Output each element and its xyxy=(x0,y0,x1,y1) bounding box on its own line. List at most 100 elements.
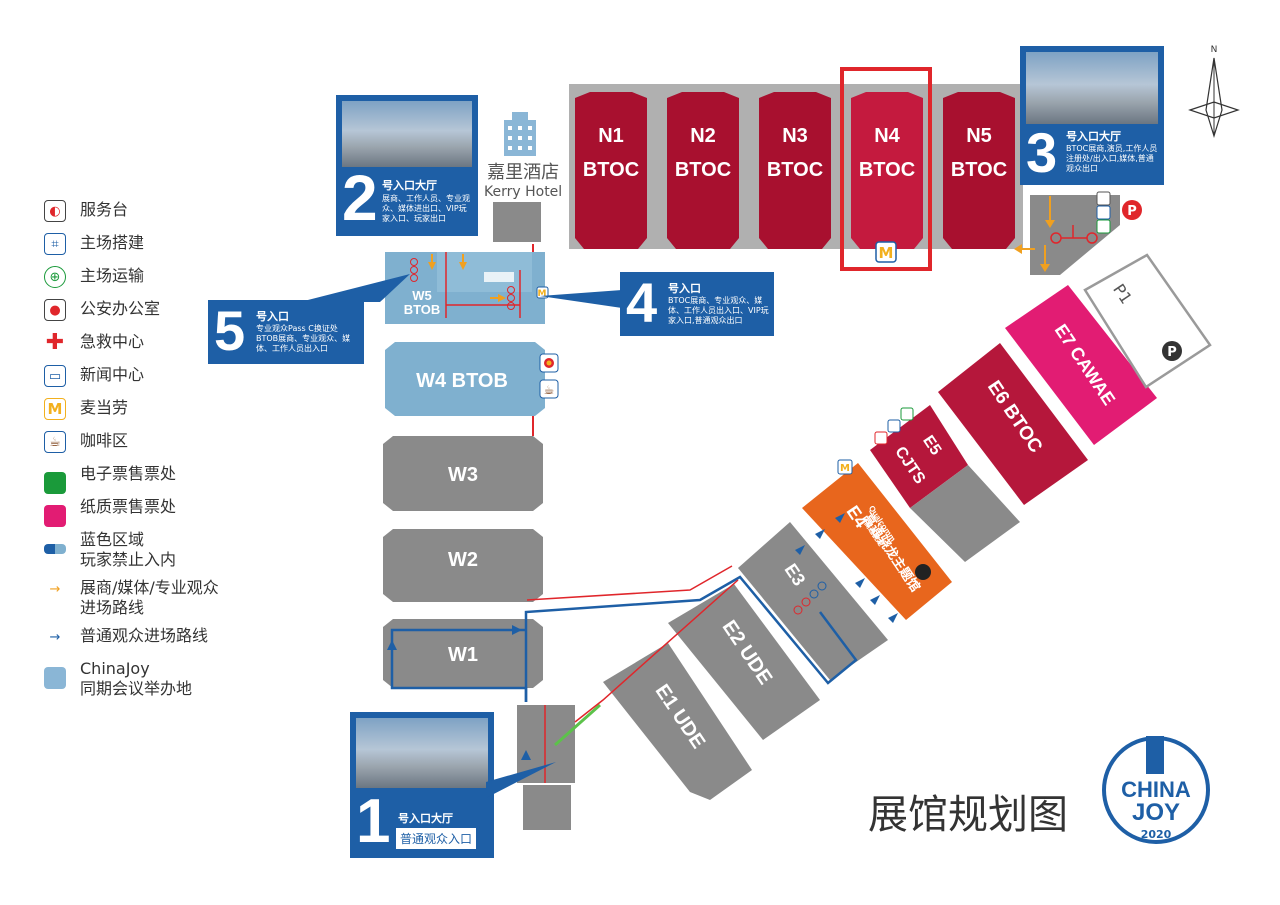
legend-item-service: ◐ 服务台 xyxy=(44,200,264,233)
entrance-1-number: 1 xyxy=(356,787,391,856)
e-ticket-line xyxy=(554,703,601,747)
kerry-hotel-label: 嘉里酒店 Kerry Hotel xyxy=(484,158,562,200)
entrance-3-card[interactable]: 3 号入口大厅 BTOC展商,演员,工作人员注册处/出入口,媒体,普通观众出口 xyxy=(1020,46,1164,185)
entrance-2-photo xyxy=(342,101,472,167)
hall-w3[interactable]: W3 xyxy=(383,436,543,511)
chinajoy-logo: CHINA JOY 2020 xyxy=(1102,736,1210,844)
hall-n4-highlight xyxy=(840,67,932,271)
hall-n3-type: BTOC xyxy=(767,159,823,181)
police-icon: ● xyxy=(44,299,66,321)
transport-icon xyxy=(900,407,914,421)
entrance-2-number: 2 xyxy=(342,162,378,234)
public-route-arrows xyxy=(387,513,898,760)
entrance-1-hall-block xyxy=(517,705,575,783)
building-icon xyxy=(44,667,66,689)
entrance-5-heading: 号入口 xyxy=(256,310,289,323)
entrance-4-desc: BTOC展商、专业观众、媒体、工作人员出入口、VIP玩家入口,普通观众出口 xyxy=(668,296,769,325)
hall-n2[interactable]: N2 BTOC xyxy=(667,92,739,249)
hall-w5[interactable]: M W5 BTOB xyxy=(385,252,549,324)
legend-item-transport: ⊕ 主场运输 xyxy=(44,266,264,299)
transport-icon: ⊕ xyxy=(44,266,66,288)
compass-icon: N xyxy=(1188,45,1240,139)
legend-item-e-ticket: 电子票售票处 xyxy=(44,464,264,497)
hall-w4[interactable]: W4 BTOB ☕ xyxy=(385,342,559,416)
parking-p1[interactable]: P1 P xyxy=(1083,253,1212,389)
hall-w5-name: W5 xyxy=(412,288,432,303)
legend-item-exhibitor-route: → 展商/媒体/专业观众进场路线 xyxy=(44,578,264,626)
hall-n1-type: BTOC xyxy=(583,159,639,181)
hall-n4[interactable]: N4 BTOC M xyxy=(840,67,932,271)
kerry-hotel-en: Kerry Hotel xyxy=(484,184,563,200)
hall-w1[interactable]: W1 xyxy=(383,619,543,688)
mcdonalds-glyph: M xyxy=(538,289,547,299)
first-aid-icon xyxy=(874,431,888,445)
hall-w2-name: W2 xyxy=(448,549,478,571)
hall-w5-type: BTOB xyxy=(404,302,441,317)
hall-n1-name: N1 xyxy=(598,125,624,147)
entrance-1-pointer xyxy=(486,762,556,798)
hall-e1[interactable]: E1 UDE xyxy=(603,643,752,800)
legend: ◐ 服务台 ⌗ 主场搭建 ⊕ 主场运输 ● 公安办公室 ✚ 急救中心 ▭ 新闻中… xyxy=(44,200,264,707)
entrance-2-desc: 展商、工作人员、专业观众、媒体进出口、VIP玩家入口、玩家出口 xyxy=(382,194,470,223)
hall-n4-name: N4 xyxy=(874,125,900,147)
entrance-5-desc: 专业观众Pass C换证处 BTOB展商、专业观众、媒体、工作人员出入口 xyxy=(256,324,351,353)
hall-n2-name: N2 xyxy=(690,125,716,147)
hall-n5-name: N5 xyxy=(966,125,992,147)
building-icon xyxy=(504,112,536,156)
entrance-3-number: 3 xyxy=(1026,121,1058,184)
legend-item-blue-area: 蓝色区域玩家禁止入内 xyxy=(44,530,264,578)
logo-text-bottom: JOY xyxy=(1132,799,1180,826)
entrance-2-heading: 号入口大厅 xyxy=(382,179,437,192)
hall-w3-name: W3 xyxy=(448,464,478,486)
entrance-1-photo xyxy=(356,718,488,788)
legend-item-paper-ticket: 纸质票售票处 xyxy=(44,497,264,530)
svg-text:P: P xyxy=(1127,204,1137,219)
hall-w1-name: W1 xyxy=(448,644,478,666)
parking-icon-north xyxy=(1122,200,1142,220)
logo-text-top: CHINA xyxy=(1121,777,1191,802)
parking-icon-p1 xyxy=(1162,341,1182,361)
construction-icon: ⌗ xyxy=(44,233,66,255)
entrance-3-heading: 号入口大厅 xyxy=(1066,130,1121,143)
hall-n3[interactable]: N3 BTOC xyxy=(759,92,831,249)
legend-item-police: ● 公安办公室 xyxy=(44,299,264,332)
coffee-icon: ☕ xyxy=(44,431,66,453)
entrance-3-desc: BTOC展商,演员,工作人员注册处/出入口,媒体,普通观众出口 xyxy=(1066,144,1158,173)
entrance-5-pointer xyxy=(300,274,410,302)
hall-w4-name: W4 BTOB xyxy=(416,370,508,392)
entrance-1-card[interactable]: 1 号入口大厅 普通观众入口 xyxy=(350,712,494,858)
press-center-icon: ▭ xyxy=(44,365,66,387)
entrance-5-number: 5 xyxy=(214,299,246,362)
mcdonalds-icon xyxy=(837,459,853,475)
entrance-1-desc: 普通观众入口 xyxy=(396,828,477,849)
first-aid-icon: ✚ xyxy=(44,330,66,355)
mcdonalds-icon: M xyxy=(44,398,66,420)
entrance-1-heading: 号入口大厅 xyxy=(398,812,453,825)
coffee-icon xyxy=(539,379,559,399)
entrance-4-pointer xyxy=(540,290,622,308)
entrance-2-card[interactable]: 2 号入口大厅 展商、工作人员、专业观众、媒体进出口、VIP玩家入口、玩家出口 xyxy=(336,95,478,236)
entrance-4-heading: 号入口 xyxy=(668,282,701,295)
green-bar-icon xyxy=(44,472,66,494)
page-title: 展馆规划图 xyxy=(868,792,1068,838)
hall-n5[interactable]: N5 BTOC xyxy=(943,92,1015,249)
hall-e3[interactable]: E3 xyxy=(738,522,888,680)
legend-item-construction: ⌗ 主场搭建 xyxy=(44,233,264,266)
hall-e2[interactable]: E2 UDE xyxy=(668,584,820,740)
press-center-icon xyxy=(887,419,901,433)
public-entry-route xyxy=(524,575,858,702)
entrance-5-card[interactable]: 5 号入口 专业观众Pass C换证处 BTOB展商、专业观众、媒体、工作人员出… xyxy=(208,300,364,364)
logo-year: 2020 xyxy=(1141,828,1172,841)
hall-n2-type: BTOC xyxy=(675,159,731,181)
svg-text:M: M xyxy=(840,463,850,474)
hall-n5-type: BTOC xyxy=(951,159,1007,181)
hall-n3-name: N3 xyxy=(782,125,808,147)
hall-w2[interactable]: W2 xyxy=(383,529,543,602)
hall-e5[interactable]: E5 CJTS xyxy=(870,405,1020,562)
legend-item-first-aid: ✚ 急救中心 xyxy=(44,330,145,355)
entrance-4-card[interactable]: 4 号入口 BTOC展商、专业观众、媒体、工作人员出入口、VIP玩家入口,普通观… xyxy=(620,272,774,336)
hall-n1[interactable]: N1 BTOC xyxy=(575,92,647,249)
svg-text:P: P xyxy=(1167,345,1177,360)
kerry-hotel-block xyxy=(493,202,541,242)
